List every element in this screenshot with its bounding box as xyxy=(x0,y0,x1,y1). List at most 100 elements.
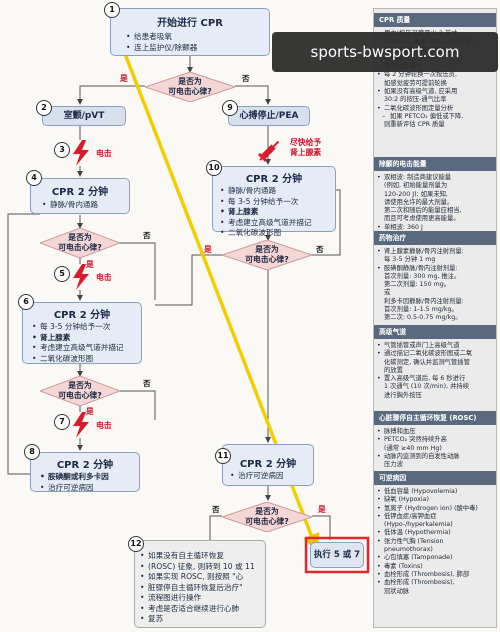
step-6-title: CPR 2 分钟 xyxy=(53,310,111,321)
step-number: 11 xyxy=(215,448,231,464)
shock-label: 电击 xyxy=(96,273,112,282)
goto-text: 执行 5 或 7 xyxy=(313,550,361,560)
step-2-title: 室颤/pVT xyxy=(63,111,105,121)
step-1-item: 连上监护仪/除颤器 xyxy=(125,43,269,54)
watermark-banner: sports-bwsport.com xyxy=(272,32,498,72)
sidebar-line: 血栓形成 (Thrombosis), 肺部 xyxy=(377,571,493,580)
lightning-icon xyxy=(73,140,89,166)
sidebar-line: 30:2 的按压-通气比率 xyxy=(384,96,447,104)
sidebar-line: 张力性气胸 (Tension xyxy=(377,538,493,547)
highlight-box xyxy=(304,536,370,574)
sidebar-line: 单相波: 360 J xyxy=(377,224,493,233)
sidebar-line: 通过描记二氧化碳波形图或二氧 xyxy=(377,350,493,359)
step-6-item: 每 3-5 分钟给予一次 xyxy=(31,322,141,333)
yes-label: 是 xyxy=(318,505,326,514)
sidebar-line: 首次剂量: 1-1.5 mg/kg。 xyxy=(384,306,458,314)
sidebar-line: 二氧化碳波形图定量分析 xyxy=(377,105,493,114)
shock-label: 电击 xyxy=(96,149,112,158)
step-number: 8 xyxy=(24,444,40,460)
step-9-title: 心搏停止/PEA xyxy=(239,111,299,121)
goto-box: 执行 5 或 7 xyxy=(310,542,364,568)
step-2-box: 室颤/pVT xyxy=(42,106,126,126)
sidebar-line: 气管插管或声门上高级气道 xyxy=(377,342,493,351)
syringe-icon xyxy=(257,140,280,163)
sidebar-line: 氢离子 (Hydrogen ion) (酸中毒) xyxy=(377,505,493,514)
sidebar-line: 第二次剂量: 150 mg。 xyxy=(384,281,451,289)
step-number: 12 xyxy=(128,536,144,552)
step-1-title: 开始进行 CPR xyxy=(157,18,223,29)
step-10-item: 考虑建立高级气道并描记 xyxy=(219,218,335,229)
step-10-item: 二氧化碳波形图 xyxy=(219,228,335,239)
step-11-item: 治疗可逆病因 xyxy=(229,471,313,482)
step-number: 4 xyxy=(26,170,42,186)
step-12-item: 脏骤停自主循环恢复后治疗" xyxy=(139,583,265,594)
sidebar-line: 如果没有高级气道, 应采用 xyxy=(377,88,493,97)
step-10-item: 肾上腺素 xyxy=(219,207,335,218)
sidebar-section-title: CPR 质量 xyxy=(374,13,496,27)
step-6-item: 肾上腺素 xyxy=(31,333,141,344)
sidebar-line: 利多卡因静脉/骨内注射剂量: xyxy=(384,297,464,305)
sidebar-line: 如果 PETCO₂ 偏低或下降, xyxy=(377,113,493,122)
decision-text: 是否为可电击心律? xyxy=(245,245,289,264)
step-number: 10 xyxy=(206,160,222,176)
sidebar-line: 缺氧 (Hypoxia) xyxy=(377,496,493,505)
decision-diamond xyxy=(222,240,312,270)
sidebar-line: PETCO₂ 突然持续升高 xyxy=(377,436,493,445)
sidebar-line: 首次剂量: 300 mg, 推注。 xyxy=(384,272,461,280)
step-4-title: CPR 2 分钟 xyxy=(51,187,109,198)
step-12-item: 如果没有自主循环恢复 xyxy=(139,551,265,562)
sidebar-panel: CPR 质量用力(按压深度至少 2 英寸[5 cm])、快速(100-120 次… xyxy=(373,8,497,628)
no-label: 否 xyxy=(316,245,324,254)
sidebar-line: 120-200 J); 如果未知, xyxy=(384,190,448,198)
sidebar-section-title: 心脏骤停自主循环恢复 (ROSC) xyxy=(374,411,496,425)
step-10-item: 静脉/骨内通路 xyxy=(219,186,335,197)
sidebar-line: 1 次通气 (10 次/min), 并持续 xyxy=(384,383,470,391)
no-label: 否 xyxy=(143,231,151,240)
step-11-box: CPR 2 分钟 治疗可逆病因 xyxy=(222,444,314,486)
sidebar-line: 请使用允许的最大剂量。 xyxy=(384,198,454,206)
decision-diamond xyxy=(40,376,120,406)
step-8-box: CPR 2 分钟 胺碘酮或利多卡因 治疗可逆病因 xyxy=(30,452,140,493)
sidebar-line: 毒素 (Toxins) xyxy=(377,563,493,572)
sidebar-line: 如感觉疲劳可提前轮换 xyxy=(384,79,447,87)
step-12-item: 如果实现 ROSC, 则按照 "心 xyxy=(139,572,265,583)
sidebar-line: 或 xyxy=(384,289,391,297)
lightning-icon xyxy=(73,264,89,290)
step-6-item: 考虑建立高级气道并描记 xyxy=(31,343,141,354)
step-12-item: (ROSC) 征象, 则转到 10 或 11 xyxy=(139,562,265,573)
sidebar-line: 低钾血症/高钾血症 xyxy=(377,513,493,522)
sidebar-line: 第二次和随后的能量应相当, xyxy=(384,207,462,215)
sidebar-line: 肾上腺素静脉/骨内注射剂量: xyxy=(377,248,493,257)
sidebar-line: (例如, 初始能量剂量为 xyxy=(384,182,448,190)
decision-text: 是否为可电击心律? xyxy=(58,381,102,400)
sidebar-line: 的放置 xyxy=(384,366,403,374)
sidebar-line: 化碳测定, 确认并监测气管插管 xyxy=(384,358,470,366)
step-number: 7 xyxy=(54,414,70,430)
step-8-title: CPR 2 分钟 xyxy=(56,460,114,471)
yes-label: 是 xyxy=(86,260,94,269)
step-11-title: CPR 2 分钟 xyxy=(239,459,297,470)
shock-label: 电击 xyxy=(96,421,112,430)
step-6-item: 二氧化碳波形图 xyxy=(31,354,141,365)
sidebar-line: 动脉内监测到的自发性动脉 xyxy=(377,453,493,462)
sidebar-line: 脉搏和血压 xyxy=(377,428,493,437)
step-8-item: 胺碘酮或利多卡因 xyxy=(39,472,139,483)
sidebar-section-body: 脉搏和血压PETCO₂ 突然持续升高(通常 ≥40 mm Hg)动脉内监测到的自… xyxy=(377,428,493,469)
sidebar-line: 置入高级气道后, 每 6 秒进行 xyxy=(377,375,493,384)
lightning-icon xyxy=(73,412,89,438)
sidebar-section-title: 可逆病因 xyxy=(374,471,496,485)
sidebar-line: 进行胸外按压 xyxy=(384,391,422,399)
step-number: 9 xyxy=(222,100,238,116)
sidebar-section-body: 气管插管或声门上高级气道通过描记二氧化碳波形图或二氧化碳测定, 确认并监测气管插… xyxy=(377,342,493,400)
sidebar-line: 每 3-5 分钟 1 mg xyxy=(384,256,436,264)
sidebar-line: 低血容量 (Hypovolemia) xyxy=(377,488,493,497)
sidebar-line: 胺碘酮静脉/骨内注射剂量: xyxy=(377,265,493,274)
decision-diamond xyxy=(222,502,312,532)
decision-diamond xyxy=(145,72,235,102)
yes-label: 是 xyxy=(204,245,212,254)
step-4-item: 静脉/骨内通路 xyxy=(41,200,129,211)
yes-label: 是 xyxy=(86,407,94,416)
step-number: 6 xyxy=(18,294,34,310)
no-label: 否 xyxy=(212,505,220,514)
